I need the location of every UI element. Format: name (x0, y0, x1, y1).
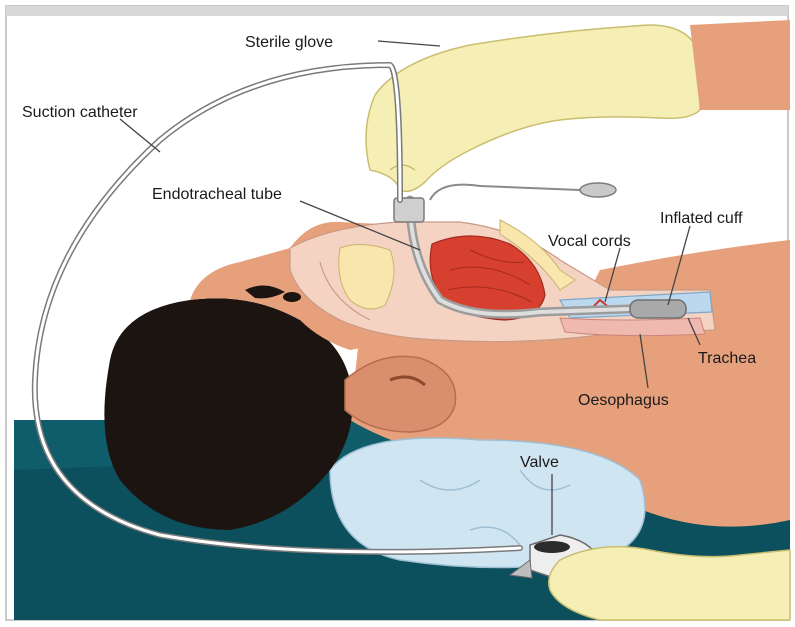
label-inflated-cuff: Inflated cuff (660, 210, 743, 227)
label-valve: Valve (520, 454, 559, 471)
lower-glove (549, 547, 790, 620)
pilot-balloon (580, 183, 616, 197)
label-trachea: Trachea (698, 350, 756, 367)
label-oesophagus: Oesophagus (578, 392, 669, 409)
eye (283, 292, 301, 302)
frame-top-bar (6, 6, 788, 16)
label-sterile-glove: Sterile glove (245, 34, 333, 51)
oesophagus (560, 318, 705, 336)
forearm-top (690, 20, 790, 110)
inflated-cuff (630, 300, 686, 318)
valve-port (534, 541, 570, 553)
label-vocal-cords: Vocal cords (548, 233, 631, 250)
ear (345, 356, 456, 432)
label-suction-catheter: Suction catheter (22, 104, 138, 121)
label-endotracheal-tube: Endotracheal tube (152, 186, 282, 203)
